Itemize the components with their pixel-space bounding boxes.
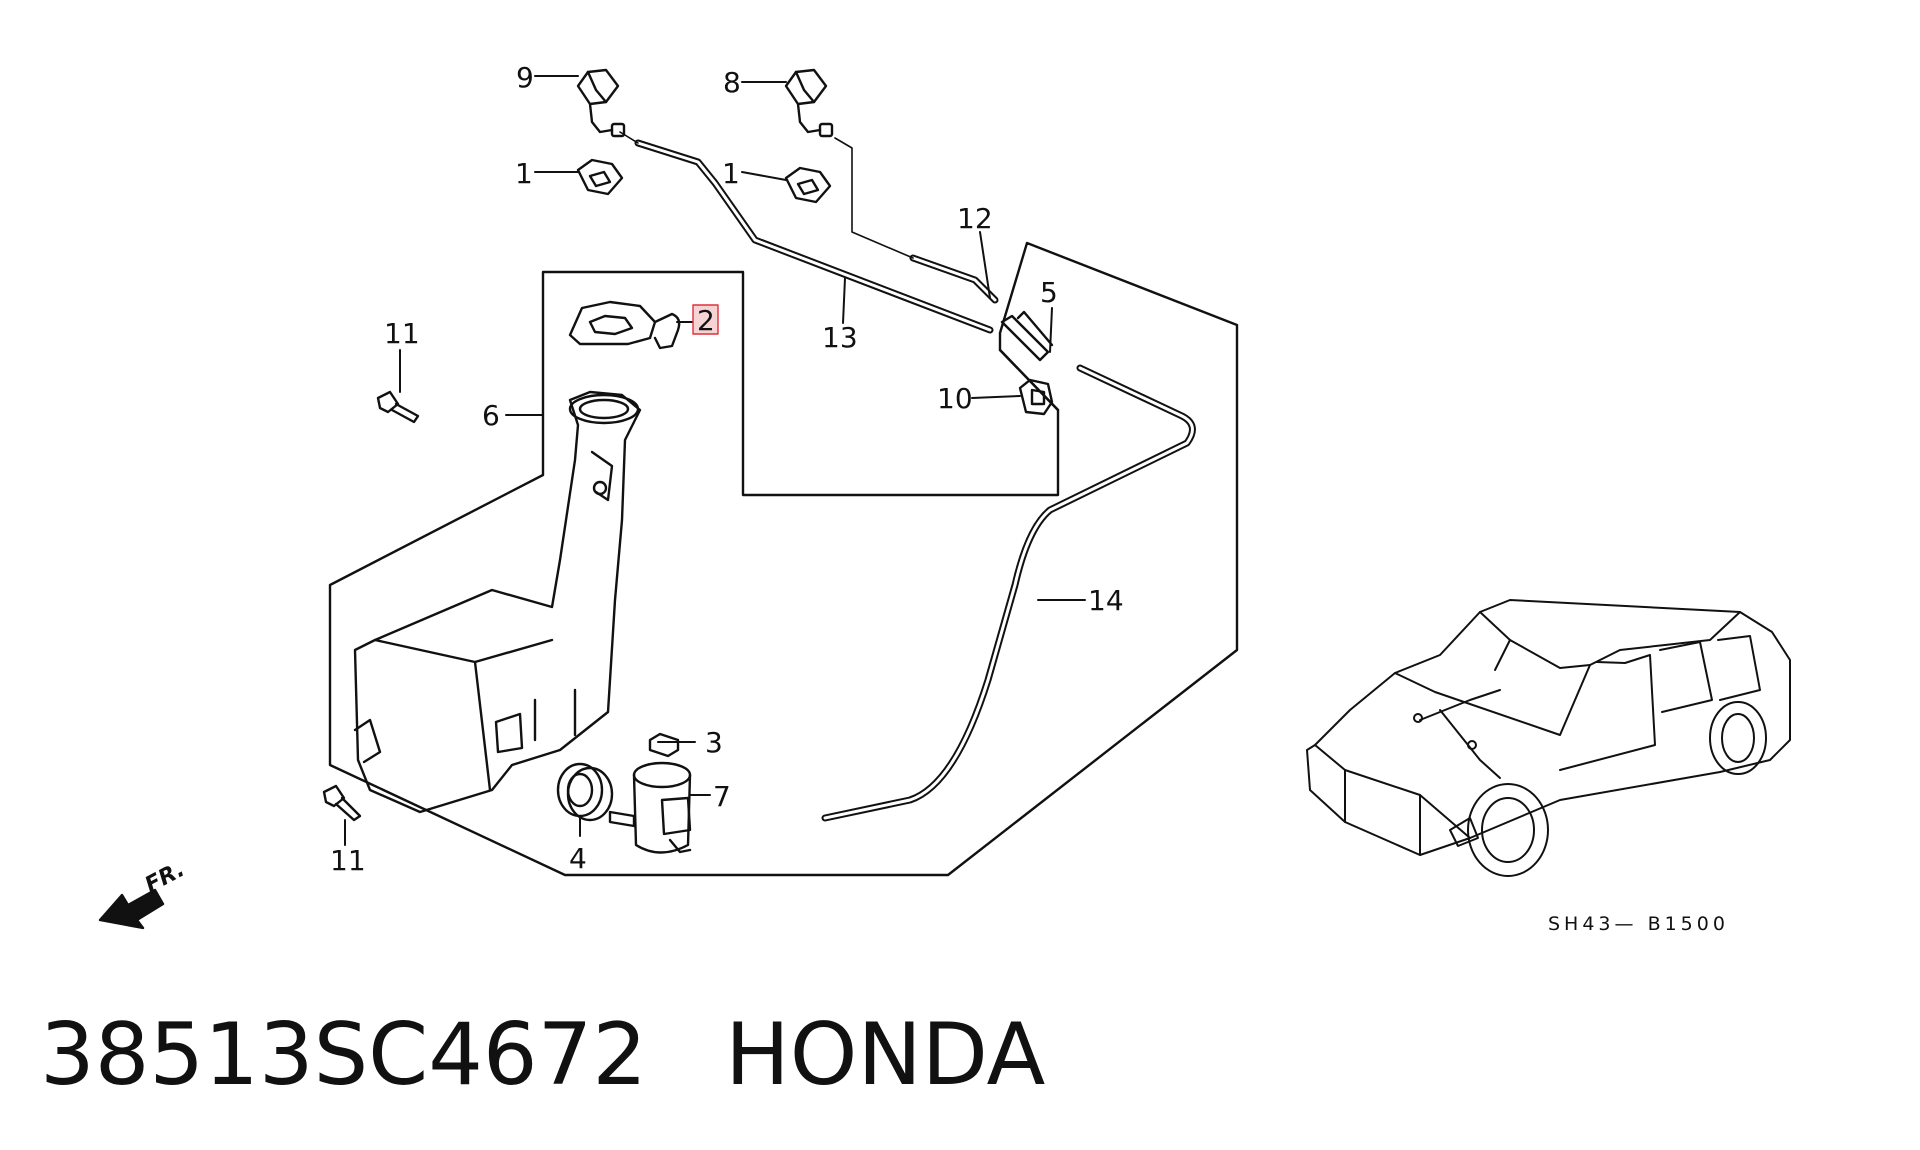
- callout-1-right: 1: [722, 157, 740, 190]
- callout-1-left: 1: [515, 157, 533, 190]
- grommet-4: [556, 762, 614, 822]
- callout-7: 7: [713, 780, 731, 813]
- nozzle-hose-left: [619, 131, 639, 144]
- callout-3: 3: [705, 726, 723, 759]
- callout-5: 5: [1040, 276, 1058, 309]
- clamp-10: [1018, 378, 1054, 416]
- nozzle-clip-1-left: [576, 158, 624, 196]
- reservoir-cap-2: [568, 300, 681, 350]
- joint-5: [1000, 310, 1054, 362]
- tube-14-inner: [823, 366, 1194, 820]
- tube-13-inner: [636, 141, 992, 332]
- callout-2: 2: [697, 304, 715, 337]
- diagram-code: SH43— B1500: [1548, 913, 1729, 935]
- front-direction-arrow: [98, 888, 165, 930]
- tube-12: [909, 254, 999, 304]
- callout-10: 10: [937, 382, 973, 415]
- bolt-11-upper: [376, 390, 420, 424]
- callout-12: 12: [957, 202, 993, 235]
- front-direction-label: FR.: [141, 857, 189, 898]
- leader-lines: [344, 75, 1086, 846]
- washer-nozzle-9: [576, 68, 626, 138]
- nozzle-hose-right: [834, 137, 914, 259]
- callout-9: 9: [516, 61, 534, 94]
- callout-6: 6: [482, 399, 500, 432]
- washer-pump-7: [608, 761, 692, 854]
- highlight-box: [692, 304, 719, 335]
- callout-11-lower: 11: [330, 844, 366, 877]
- nozzle-clip-1-right: [784, 166, 832, 204]
- tube-14: [821, 364, 1196, 822]
- brand-name: HONDA: [725, 1005, 1046, 1105]
- bolt-11-lower: [322, 784, 362, 822]
- part-number: 38513SC4672: [40, 1005, 648, 1105]
- connector-3: [648, 732, 680, 758]
- washer-reservoir-6: [353, 390, 642, 814]
- callout-14: 14: [1088, 584, 1124, 617]
- callout-11-upper: 11: [384, 317, 420, 350]
- callout-4: 4: [569, 842, 587, 875]
- car-illustration: [1306, 599, 1791, 877]
- washer-nozzle-8: [784, 68, 834, 138]
- reservoir-assembly-outline: [328, 241, 1239, 877]
- callout-13: 13: [822, 321, 858, 354]
- callout-8: 8: [723, 66, 741, 99]
